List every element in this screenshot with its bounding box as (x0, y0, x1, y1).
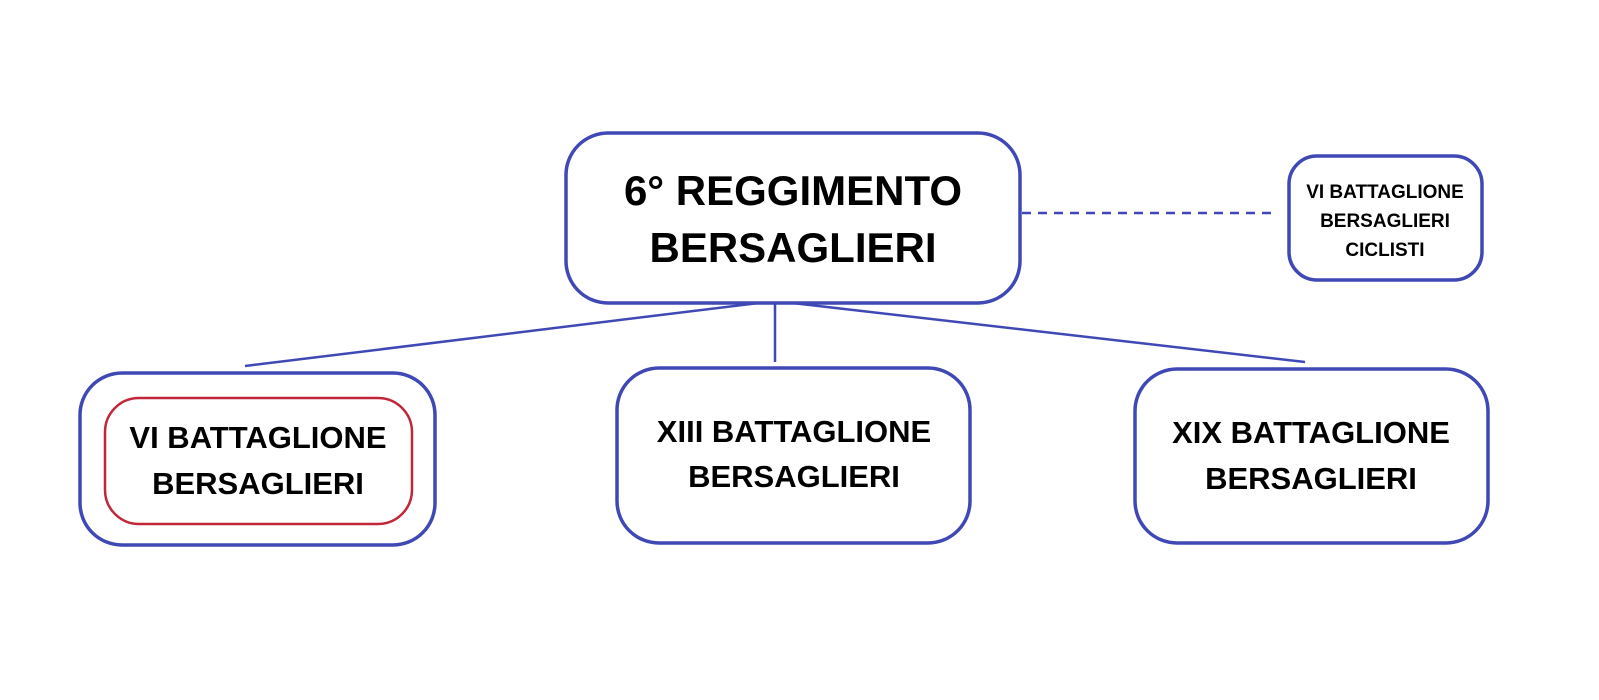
xix-battalion-label-line-1: XIX BATTAGLIONE (1172, 415, 1450, 450)
regiment-label-line-2: BERSAGLIERI (649, 224, 936, 271)
node-cyclists-battalion: VI BATTAGLIONE BERSAGLIERI CICLISTI (1287, 154, 1484, 282)
vi-battalion-highlight-box (103, 396, 414, 526)
vi-battalion-label-line-1: VI BATTAGLIONE (129, 420, 386, 455)
cyclists-label-line-2: BERSAGLIERI (1320, 211, 1450, 232)
regiment-label-line-1: 6° REGGIMENTO (624, 167, 962, 214)
xix-battalion-label-line-2: BERSAGLIERI (1205, 461, 1417, 496)
xix-battalion-box (1133, 367, 1490, 545)
edge-regiment-to-vi-battalion (244, 299, 776, 368)
node-vi-battalion: VI BATTAGLIONE BERSAGLIERI (78, 371, 437, 547)
vi-battalion-label-line-2: BERSAGLIERI (152, 466, 364, 501)
edge-regiment-to-xix-battalion (774, 299, 1306, 364)
connectors (244, 211, 1306, 368)
xiii-battalion-label-line-2: BERSAGLIERI (688, 459, 900, 494)
xiii-battalion-label-line-1: XIII BATTAGLIONE (657, 414, 931, 449)
cyclists-box (1287, 154, 1484, 282)
node-xix-battalion: XIX BATTAGLIONE BERSAGLIERI (1133, 367, 1490, 545)
cyclists-label-line-1: VI BATTAGLIONE (1306, 182, 1464, 203)
xiii-battalion-box (615, 366, 972, 545)
node-xiii-battalion: XIII BATTAGLIONE BERSAGLIERI (615, 366, 972, 545)
cyclists-label-line-3: CICLISTI (1345, 240, 1424, 261)
node-regiment: 6° REGGIMENTO BERSAGLIERI (564, 131, 1022, 305)
regiment-box (564, 131, 1022, 305)
